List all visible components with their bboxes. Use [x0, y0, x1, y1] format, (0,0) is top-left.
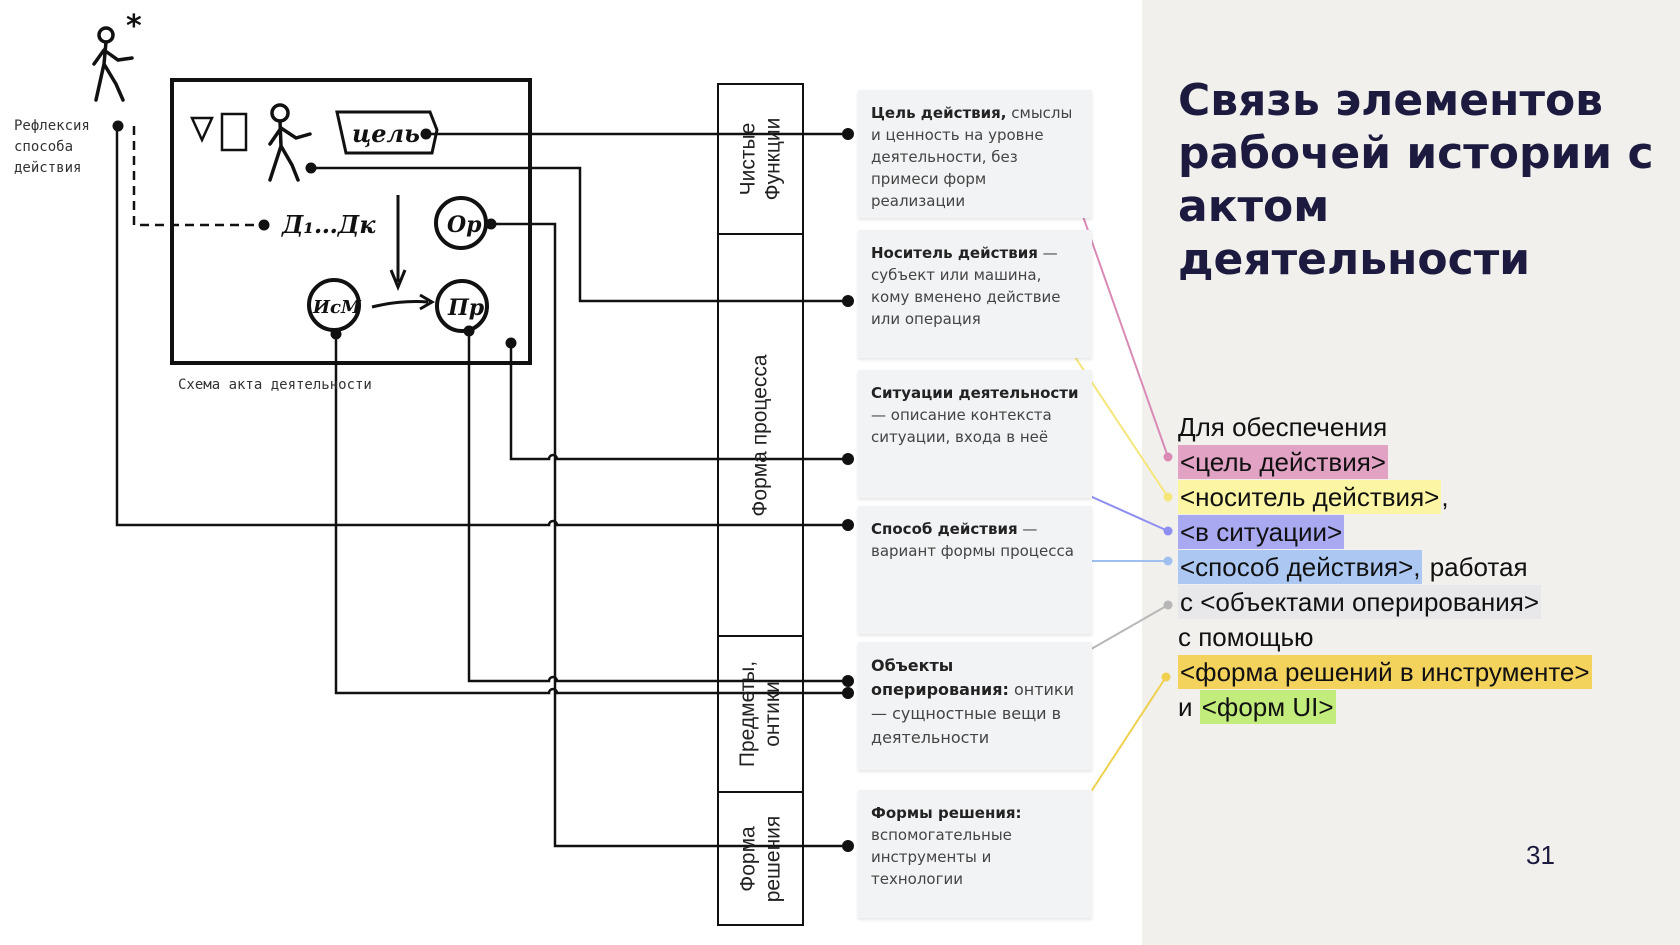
card-carrier: Носитель действия — субъект или машина, … — [858, 230, 1092, 358]
card-goal: Цель действия, смыслы и ценность на уров… — [858, 90, 1092, 218]
hl-objects: с <объектами оперирования> — [1178, 585, 1541, 619]
ism-label: ИсМ — [312, 297, 362, 318]
card-objects: Объекты оперирования: онтики — сущностны… — [858, 642, 1092, 770]
op-label: Ор — [447, 212, 482, 238]
story-with-help: с помощью — [1178, 622, 1314, 652]
connector-op — [491, 222, 848, 848]
hl-ui-form: <форм UI> — [1199, 690, 1336, 724]
story-working: работая — [1422, 552, 1528, 582]
goal-tag-label: цель — [352, 119, 420, 148]
card-situation: Ситуации деятельности — описание контекс… — [858, 370, 1092, 498]
down-arrow-icon — [389, 195, 407, 291]
column-solution-form — [717, 791, 804, 926]
reflex-figure-icon — [92, 26, 134, 102]
goal-tag-shape — [335, 110, 439, 155]
reflex-label: Рефлексия способа действия — [14, 118, 90, 176]
column-header-pure-functions: Чистые Функции — [736, 117, 785, 201]
story-intro: Для обеспечения — [1178, 412, 1388, 442]
hl-carrier: <носитель действия> — [1178, 480, 1442, 514]
rectangle-icon — [220, 112, 248, 152]
pr-label: Пр — [447, 295, 485, 321]
column-header-process-form: Форма процесса — [749, 353, 772, 517]
connector-pr — [467, 331, 848, 683]
activity-act-box — [170, 78, 532, 365]
story-and: и — [1178, 692, 1200, 722]
connector-reflex — [115, 126, 848, 527]
column-header-subjects-ontics: Предметы, онтики — [736, 660, 785, 768]
asterisk-mark: * — [126, 9, 142, 44]
card-method: Способ действия — вариант формы процесса — [858, 506, 1092, 634]
hl-method: <способ действия>, — [1178, 550, 1423, 584]
story-text: Для обеспечения <цель действия> <носител… — [1178, 410, 1648, 725]
pr-circle — [435, 279, 489, 333]
column-header-solution-form: Форма решения — [736, 815, 785, 902]
hl-solution-form: <форма решений в инструменте> — [1178, 655, 1592, 689]
story-comma: , — [1441, 482, 1449, 512]
curved-arrow-icon — [371, 300, 429, 309]
connector-reflex-dashed — [132, 126, 262, 227]
actor-figure-icon — [268, 103, 312, 182]
column-pure-functions — [717, 83, 804, 235]
hl-situation: <в ситуации> — [1178, 515, 1345, 549]
link-goal — [1078, 204, 1169, 458]
card-solution: Формы решения: вспомогательные инструмен… — [858, 790, 1092, 918]
link-objects — [1078, 604, 1169, 657]
link-situation — [1080, 491, 1169, 532]
page-title: Связь элементов рабочей истории с актом … — [1178, 75, 1654, 285]
connector-box — [509, 343, 848, 461]
hl-goal: <цель действия> — [1178, 445, 1388, 479]
column-subjects-ontics — [717, 635, 804, 793]
connector-ism — [334, 334, 848, 695]
connector-actor — [311, 166, 848, 303]
schema-label: Схема акта деятельности — [178, 377, 372, 393]
page-number: 31 — [1526, 840, 1555, 870]
triangle-icon — [190, 116, 214, 144]
link-solution — [1082, 676, 1167, 805]
d-label: Д₁…Дк — [281, 210, 376, 239]
